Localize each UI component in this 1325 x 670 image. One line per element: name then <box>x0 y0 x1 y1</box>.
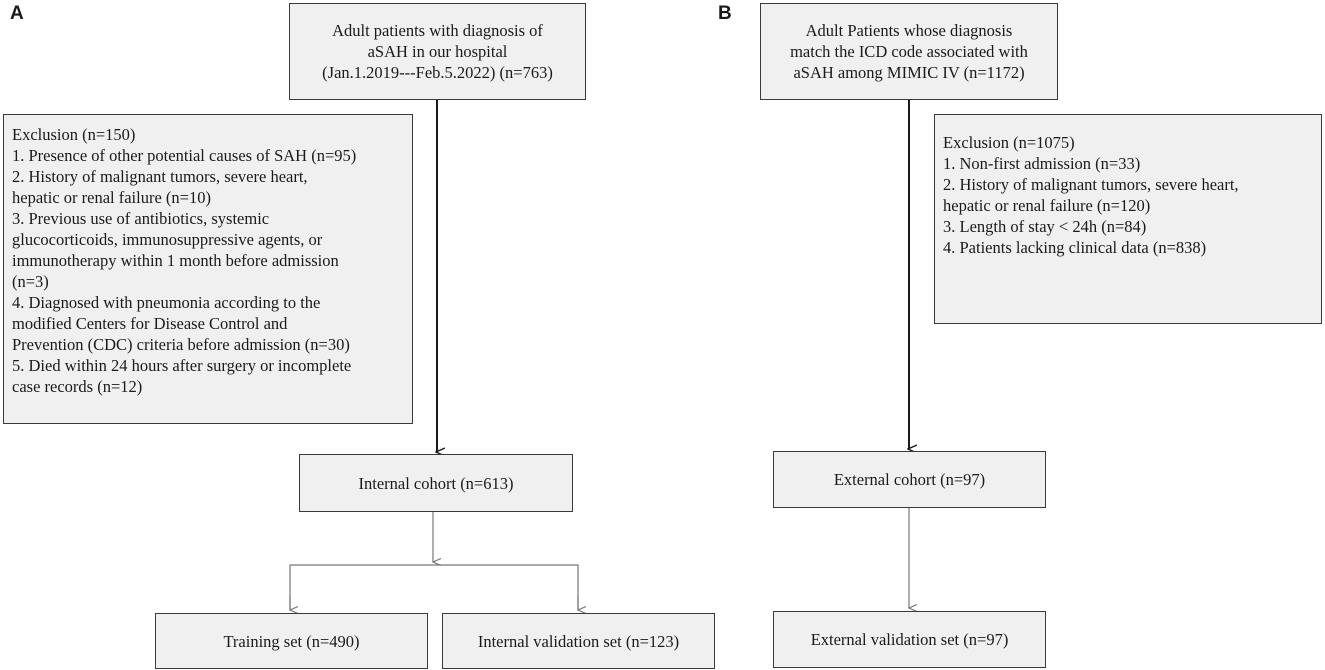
external-validation-box: External validation set (n=97) <box>773 611 1046 668</box>
exclusion-a-line: Prevention (CDC) criteria before admissi… <box>12 335 350 354</box>
internal-cohort-box: Internal cohort (n=613) <box>299 454 573 512</box>
internal-validation-label: Internal validation set (n=123) <box>477 631 680 651</box>
exclusion-b-line: 4. Patients lacking clinical data (n=838… <box>943 238 1207 257</box>
exclusion-a-line: (n=3) <box>12 272 49 291</box>
top-box-a-line-1: Adult patients with diagnosis of <box>332 21 543 40</box>
top-box-a-line-2: aSAH in our hospital <box>367 42 508 61</box>
panel-label-b: B <box>718 3 732 24</box>
internal-validation-box: Internal validation set (n=123) <box>442 613 715 669</box>
exclusion-a-line: 5. Died within 24 hours after surgery or… <box>12 356 352 375</box>
exclusion-a-line: 4. Diagnosed with pneumonia according to… <box>12 293 321 312</box>
exclusion-b-line: 3. Length of stay < 24h (n=84) <box>943 217 1147 236</box>
exclusion-a-line: immunotherapy within 1 month before admi… <box>12 251 339 270</box>
exclusion-a-line: Exclusion (n=150) <box>12 125 136 144</box>
top-box-b-line-2: match the ICD code associated with <box>790 42 1028 61</box>
exclusion-a-line: glucocorticoids, immunosuppressive agent… <box>12 230 323 249</box>
top-box-b-line-3: aSAH among MIMIC IV (n=1172) <box>793 63 1025 82</box>
panel-label-a: A <box>10 3 24 24</box>
external-cohort-label: External cohort (n=97) <box>833 470 986 489</box>
exclusion-b-line: hepatic or renal failure (n=120) <box>943 196 1151 215</box>
exclusion-a-line: case records (n=12) <box>12 377 143 396</box>
exclusion-box-a: Exclusion (n=150) 1. Presence of other p… <box>3 114 413 424</box>
top-box-b: Adult Patients whose diagnosis match the… <box>760 3 1058 100</box>
top-box-a-line-3: (Jan.1.2019---Feb.5.2022) (n=763) <box>322 63 553 82</box>
exclusion-a-line: 3. Previous use of antibiotics, systemic <box>12 209 270 228</box>
exclusion-a-line: 1. Presence of other potential causes of… <box>12 146 357 165</box>
external-validation-label: External validation set (n=97) <box>810 630 1009 649</box>
top-box-a: Adult patients with diagnosis of aSAH in… <box>289 3 586 100</box>
exclusion-b-line: Exclusion (n=1075) <box>943 133 1075 152</box>
top-box-b-line-1: Adult Patients whose diagnosis <box>805 21 1013 40</box>
split-line-a <box>289 564 579 610</box>
exclusion-b-line: 2. History of malignant tumors, severe h… <box>943 175 1239 194</box>
training-set-label: Training set (n=490) <box>223 631 360 651</box>
exclusion-box-b: Exclusion (n=1075) 1. Non-first admissio… <box>934 114 1322 324</box>
exclusion-a-line: hepatic or renal failure (n=10) <box>12 188 211 207</box>
exclusion-b-line: 1. Non-first admission (n=33) <box>943 154 1141 173</box>
internal-cohort-label: Internal cohort (n=613) <box>358 473 514 493</box>
external-cohort-box: External cohort (n=97) <box>773 451 1046 508</box>
exclusion-a-line: modified Centers for Disease Control and <box>12 314 288 333</box>
training-set-box: Training set (n=490) <box>155 613 428 669</box>
exclusion-a-line: 2. History of malignant tumors, severe h… <box>12 167 308 186</box>
